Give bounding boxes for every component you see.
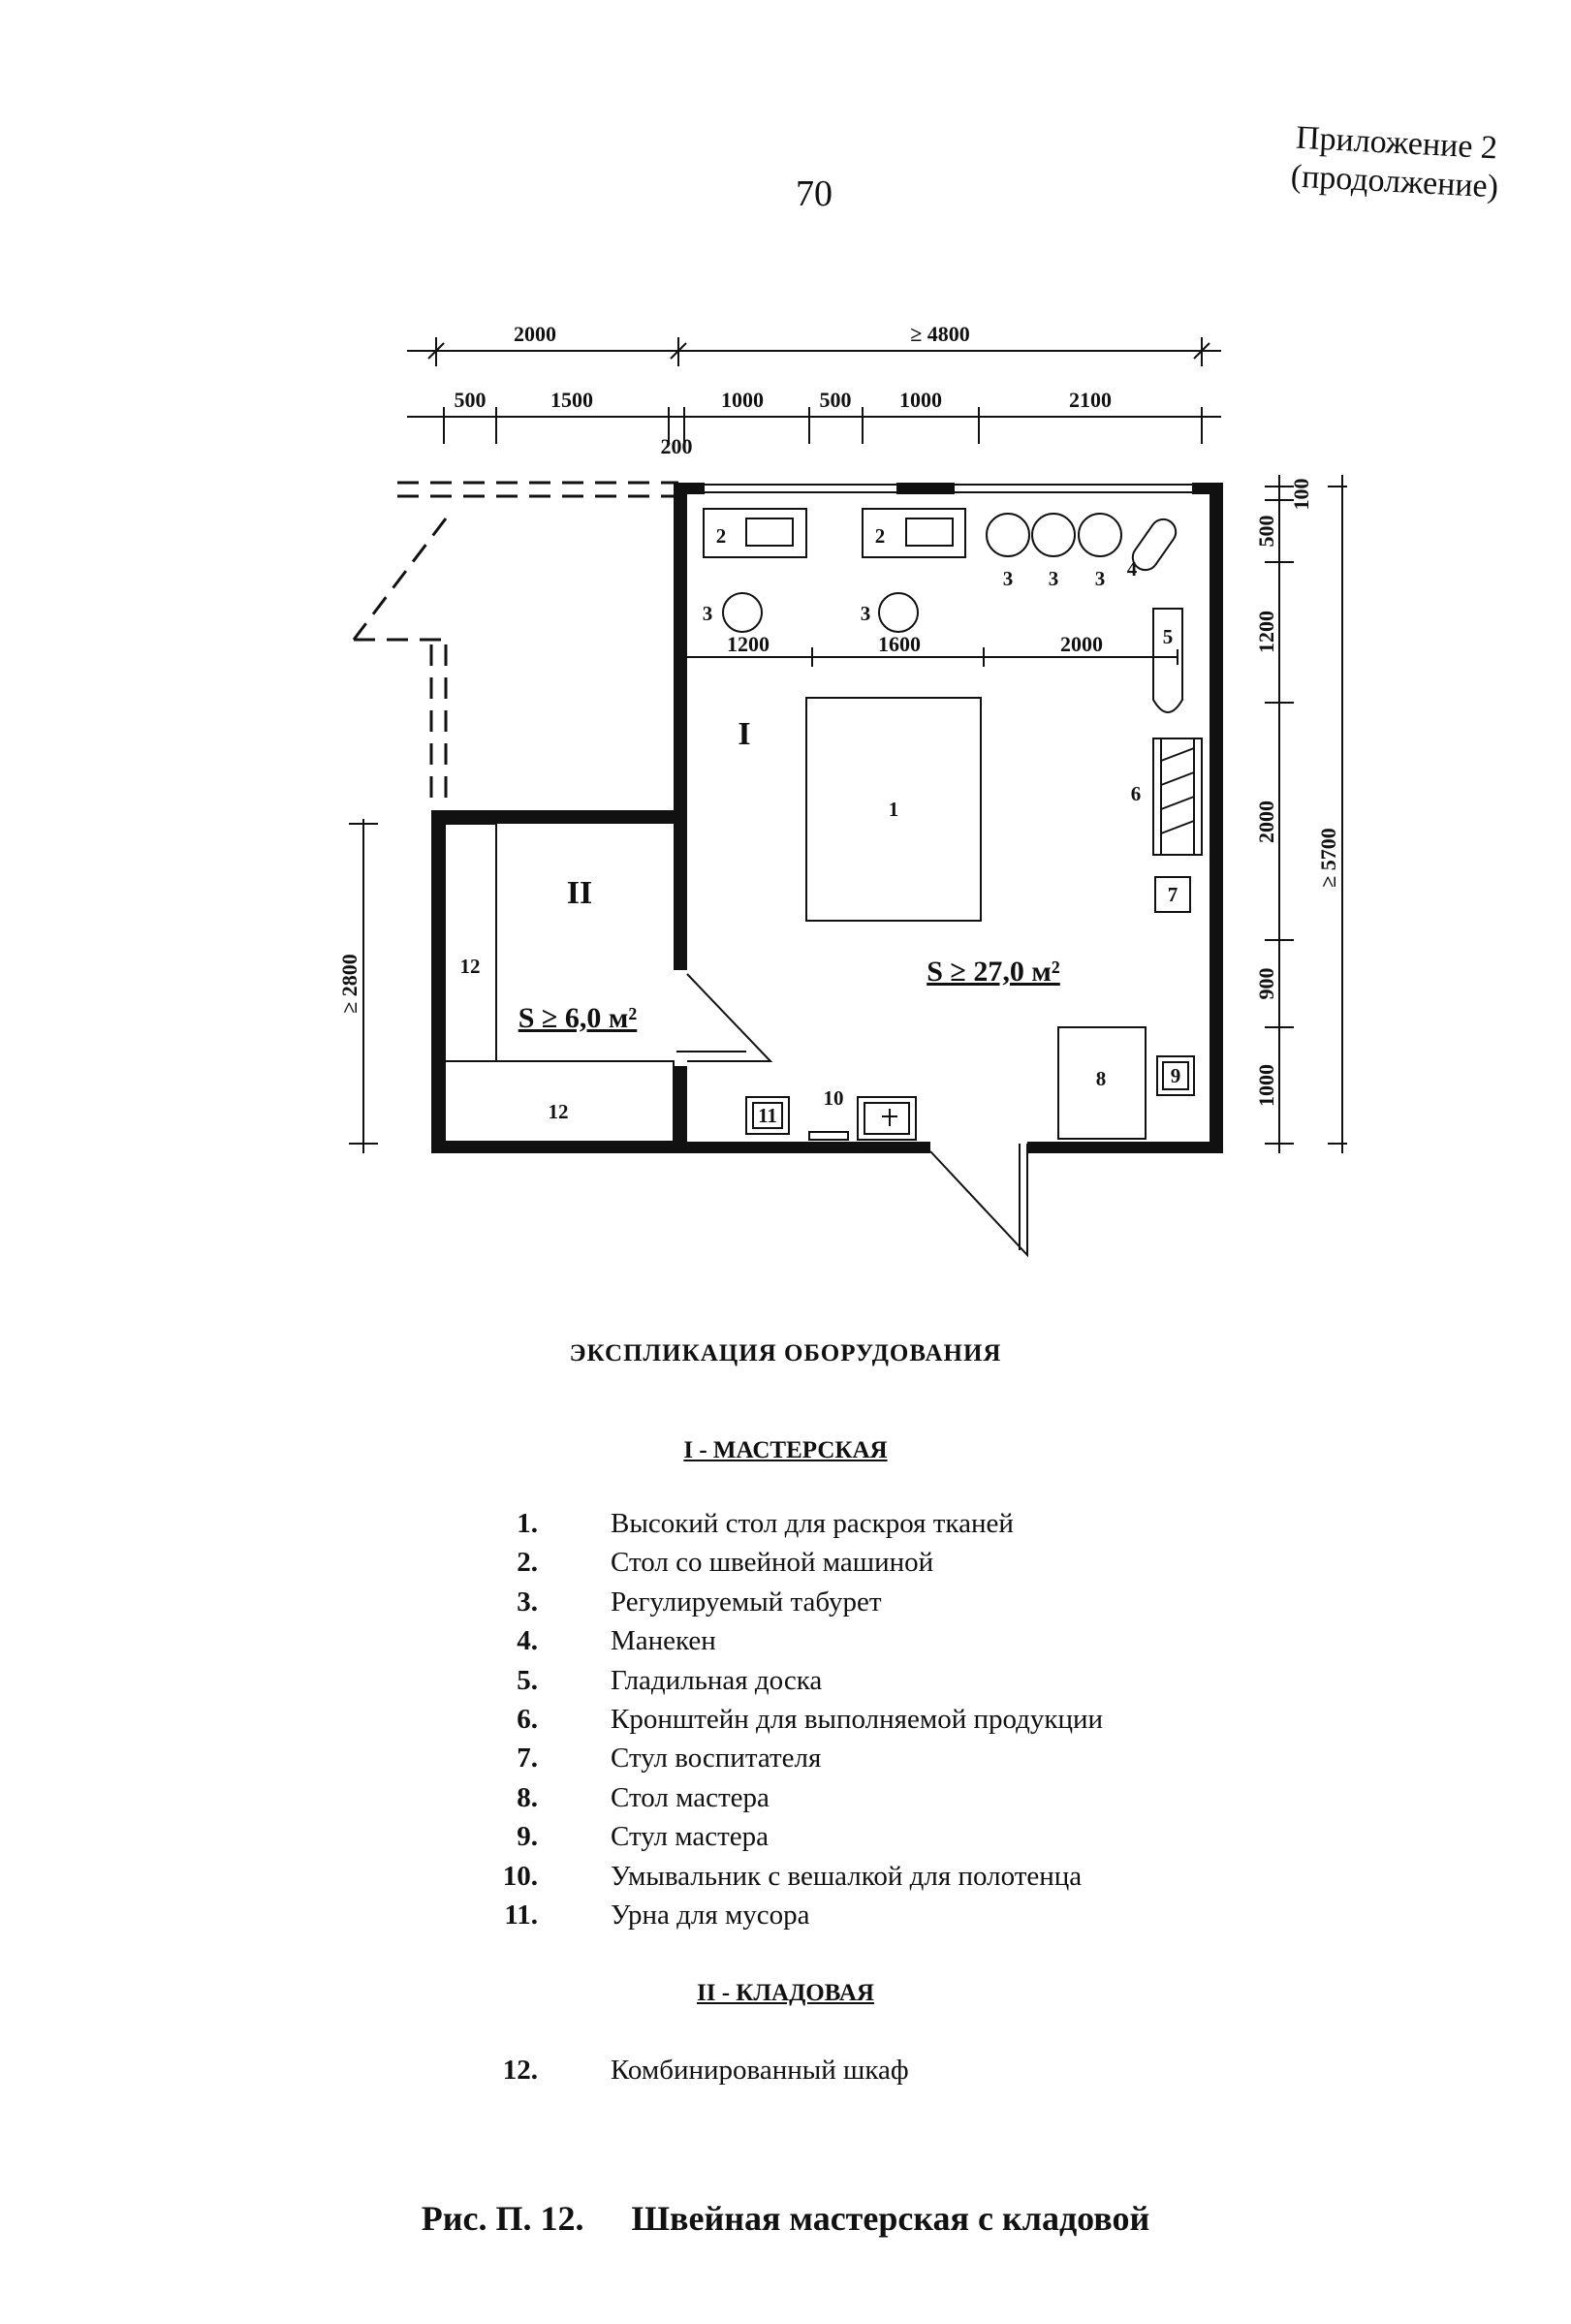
wall-storage-bottom xyxy=(431,1142,687,1153)
appendix-note: Приложение 2 (продолжение) xyxy=(1258,117,1533,209)
dim-v-100: 100 xyxy=(1289,479,1313,511)
dim-v-1200: 1200 xyxy=(1254,611,1278,653)
door-entrance xyxy=(929,1144,1028,1258)
list-item: 5.Гладильная доска xyxy=(517,1664,823,1696)
cutting-table xyxy=(805,697,982,922)
dim-1000-a: 1000 xyxy=(721,388,764,412)
sewing-table-1 xyxy=(703,508,807,558)
list-item: 3.Регулируемый табурет xyxy=(517,1586,882,1617)
dim-v-900: 900 xyxy=(1254,968,1278,1000)
list-item: 10.Умывальник с вешалкой для полотенца xyxy=(502,1860,1083,1892)
equip-num: 8 xyxy=(1096,1067,1107,1090)
equipment-list-storage: 12.Комбинированный шкаф xyxy=(489,2055,1362,2093)
list-item: 9.Стул мастера xyxy=(517,1821,770,1853)
dim-2000-inner: 2000 xyxy=(1060,632,1103,656)
floor-plan: 2000 ≥ 4800 500 1500 1000 500 1000 2100 … xyxy=(337,322,1347,1258)
equip-num: 3 xyxy=(861,602,871,625)
wall-workshop-top-mid xyxy=(896,483,955,494)
equip-num: 2 xyxy=(875,524,886,548)
room-area-workshop: S ≥ 27,0 м² xyxy=(927,956,1060,988)
list-item: 8.Стол мастера xyxy=(517,1781,770,1813)
page-number: 70 xyxy=(796,173,833,214)
washbasin xyxy=(857,1096,917,1141)
ironing-board xyxy=(1152,608,1183,713)
room-label-storage: II xyxy=(567,875,592,911)
master-table xyxy=(1057,1026,1147,1140)
list-item: 1.Высокий стол для раскроя тканей xyxy=(517,1508,1014,1539)
wall-storage-top xyxy=(431,810,687,824)
mannequin xyxy=(1131,518,1178,572)
dim-1200: 1200 xyxy=(727,632,770,656)
dim-500-b: 500 xyxy=(820,388,852,412)
list-item: 12.Комбинированный шкаф xyxy=(502,2055,909,2086)
sewing-table-2 xyxy=(862,508,966,558)
equip-num: 4 xyxy=(1127,557,1138,581)
explication-title: ЭКСПЛИКАЦИЯ ОБОРУДОВАНИЯ xyxy=(569,1340,1002,1366)
stool xyxy=(1078,513,1122,557)
dim-v-1000: 1000 xyxy=(1254,1064,1278,1107)
dim-v-2000: 2000 xyxy=(1254,801,1278,843)
teacher-chair xyxy=(1154,876,1191,913)
stool xyxy=(986,513,1030,557)
wall-workshop-bottom-right xyxy=(1027,1142,1223,1153)
wall-storage-right-low xyxy=(674,1066,687,1153)
cabinet-vertical xyxy=(444,823,497,1062)
equip-num: 6 xyxy=(1131,782,1142,805)
dim-1600: 1600 xyxy=(878,632,921,656)
equip-num: 12 xyxy=(460,955,481,978)
equip-num: 2 xyxy=(716,524,727,548)
master-chair xyxy=(1156,1055,1195,1096)
equip-num: 3 xyxy=(1049,567,1059,590)
dim-v-5700: ≥ 5700 xyxy=(1316,828,1340,888)
waste-bin xyxy=(745,1096,790,1135)
equip-num: 12 xyxy=(549,1100,569,1123)
dim-200: 200 xyxy=(661,434,693,458)
dim-2000: 2000 xyxy=(514,322,556,346)
dim-1500: 1500 xyxy=(550,388,593,412)
equip-num: 10 xyxy=(824,1086,844,1110)
dim-500-a: 500 xyxy=(455,388,487,412)
equip-num: 3 xyxy=(703,602,713,625)
equip-num: 1 xyxy=(889,798,899,821)
dim-2100: 2100 xyxy=(1069,388,1112,412)
room-area-storage: S ≥ 6,0 м² xyxy=(518,1002,638,1034)
wall-workshop-left xyxy=(674,483,687,970)
dim-v-2800: ≥ 2800 xyxy=(337,954,361,1014)
list-item: 6.Кронштейн для выполняемой продукции xyxy=(517,1703,1104,1735)
section-workshop-heading: I - МАСТЕРСКАЯ xyxy=(683,1437,888,1463)
figure-title: Швейная мастерская с кладовой xyxy=(631,2199,1150,2238)
section-storage-heading: II - КЛАДОВАЯ xyxy=(697,1980,874,2006)
list-item: 11.Урна для мусора xyxy=(504,1899,810,1931)
equip-num: 9 xyxy=(1171,1064,1181,1087)
list-item: 2.Стол со швейной машиной xyxy=(517,1547,934,1579)
list-item: 7.Стул воспитателя xyxy=(517,1743,822,1774)
equipment-list-workshop: 1.Высокий стол для раскроя тканей 2.Стол… xyxy=(489,1508,1362,1938)
equip-num: 11 xyxy=(758,1104,777,1127)
cabinet-horizontal xyxy=(444,1060,675,1143)
equip-num: 3 xyxy=(1095,567,1106,590)
door-storage xyxy=(686,973,773,1062)
wall-workshop-right xyxy=(1210,483,1223,1151)
equip-num: 3 xyxy=(1003,567,1014,590)
wall-storage-left xyxy=(431,810,445,1153)
list-item: 4.Манекен xyxy=(517,1625,716,1657)
equip-num: 7 xyxy=(1168,883,1178,906)
dim-v-500: 500 xyxy=(1254,516,1278,548)
wall-workshop-top-left xyxy=(674,483,705,494)
stool xyxy=(878,592,919,633)
stool xyxy=(1031,513,1076,557)
product-bracket xyxy=(1152,738,1203,856)
equip-num: 5 xyxy=(1163,625,1174,648)
figure-label: Рис. П. 12. xyxy=(421,2199,584,2238)
dim-1000-b: 1000 xyxy=(899,388,942,412)
dim-4800: ≥ 4800 xyxy=(910,322,970,346)
room-label-workshop: I xyxy=(738,716,750,752)
stool xyxy=(722,592,763,633)
wall-workshop-bottom-left xyxy=(674,1142,930,1153)
figure-caption: Рис. П. 12. Швейная мастерская с кладово… xyxy=(0,2198,1571,2239)
